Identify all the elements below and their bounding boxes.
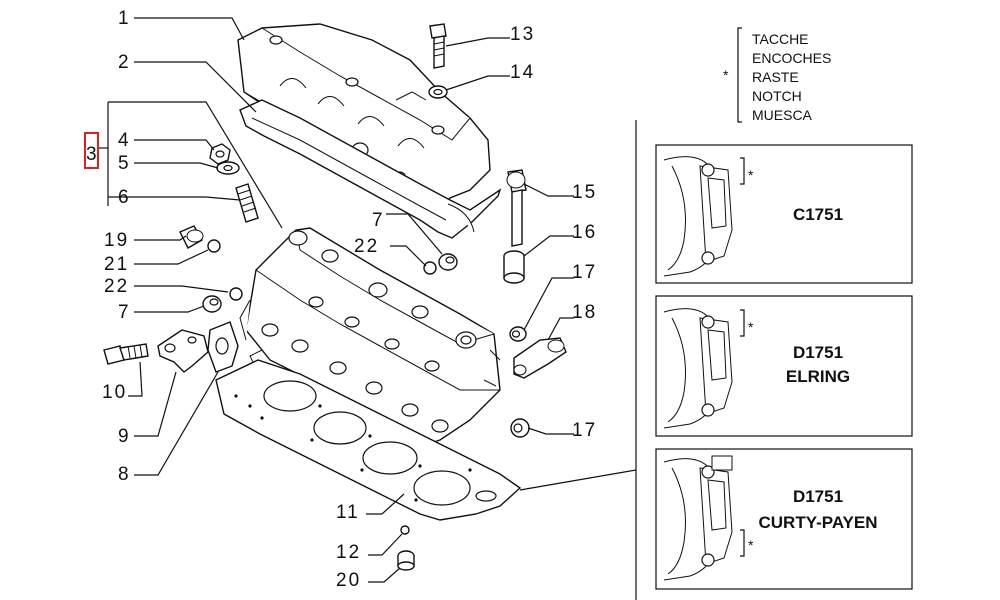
variant-1-star: *	[748, 167, 754, 183]
ball-22-right	[423, 261, 437, 275]
callout-11: 11	[336, 502, 360, 523]
callout-6: 6	[118, 187, 131, 208]
cap-17-top	[509, 326, 527, 342]
gasket-detail-sketch	[663, 308, 745, 429]
plug-19	[179, 225, 204, 249]
sleeve-16	[503, 250, 525, 284]
head-gasket	[215, 359, 522, 521]
callout-3: 3	[86, 144, 99, 165]
legend-line-1: TACCHE	[752, 31, 809, 47]
gasket-variant-panel-1: * C1751	[655, 144, 913, 284]
callout-10: 10	[102, 382, 127, 403]
gasket-detail-sketch	[663, 455, 745, 581]
plug-7-right	[438, 253, 458, 271]
callout-13: 13	[510, 24, 535, 45]
housing-18	[513, 337, 567, 379]
callout-8: 8	[118, 464, 131, 485]
callout-1: 1	[118, 8, 131, 29]
legend-line-4: NOTCH	[752, 88, 802, 104]
variant-3-star: *	[748, 537, 754, 553]
ball-22-left	[229, 287, 243, 301]
legend-line-2: ENCOCHES	[752, 50, 831, 66]
washer-5	[216, 161, 240, 175]
callout-22-right: 22	[354, 236, 379, 257]
gasket-variant-panel-3: * D1751 CURTY-PAYEN	[655, 448, 913, 590]
callout-labels: 1 2 3 4 5 6 7 19 22 21 22 7 10 9 8 11 12…	[86, 8, 597, 591]
nut-4	[209, 143, 231, 165]
callout-7-right: 7	[372, 210, 385, 231]
variant-1-code: C1751	[793, 205, 843, 224]
callout-16: 16	[572, 222, 597, 243]
ball-21	[207, 239, 221, 253]
variant-3-maker: CURTY-PAYEN	[758, 513, 877, 532]
head-bolt-15	[506, 169, 527, 247]
cap-17-bottom	[510, 418, 530, 438]
flange-8	[207, 321, 239, 373]
callout-21: 21	[104, 254, 129, 275]
bolt-10	[103, 343, 149, 365]
cylinder-head	[239, 227, 501, 451]
screw-13	[429, 23, 447, 69]
variant-3-code: D1751	[793, 487, 843, 506]
camshaft-bearings	[288, 230, 477, 349]
variant-2-maker: ELRING	[786, 367, 850, 386]
cover-gasket	[239, 99, 502, 239]
callout-12: 12	[336, 542, 361, 563]
legend-line-3: RASTE	[752, 69, 799, 85]
variant-2-star: *	[748, 319, 754, 335]
callout-14: 14	[510, 62, 535, 83]
callout-17-bottom: 17	[572, 420, 597, 441]
callout-22-left: 22	[104, 276, 129, 297]
callout-18: 18	[572, 302, 597, 323]
gasket-variant-panel-2: * D1751 ELRING	[655, 295, 913, 437]
bracket-9	[157, 329, 209, 373]
callout-17-top: 17	[572, 262, 597, 283]
washer-14	[428, 85, 448, 99]
callout-2: 2	[118, 52, 131, 73]
legend-line-5: MUESCA	[752, 107, 813, 123]
callout-15: 15	[572, 182, 597, 203]
stud-6	[235, 183, 259, 223]
callout-19: 19	[104, 230, 129, 251]
leader-lines	[97, 17, 742, 600]
callout-20: 20	[336, 570, 361, 591]
legend-star: *	[723, 67, 729, 83]
callout-4: 4	[118, 130, 131, 151]
callout-9: 9	[118, 426, 131, 447]
callout-7-left: 7	[118, 302, 131, 323]
gasket-detail-sketch	[663, 156, 745, 277]
ring-12	[400, 525, 410, 535]
valve-ports	[261, 296, 449, 433]
callout-5: 5	[118, 153, 131, 174]
variant-2-code: D1751	[793, 343, 843, 362]
notch-legend: * TACCHE ENCOCHES RASTE NOTCH MUESCA	[723, 31, 831, 123]
plug-20	[397, 550, 415, 571]
callout-3-highlight	[84, 132, 99, 169]
plug-7-left	[202, 295, 222, 313]
